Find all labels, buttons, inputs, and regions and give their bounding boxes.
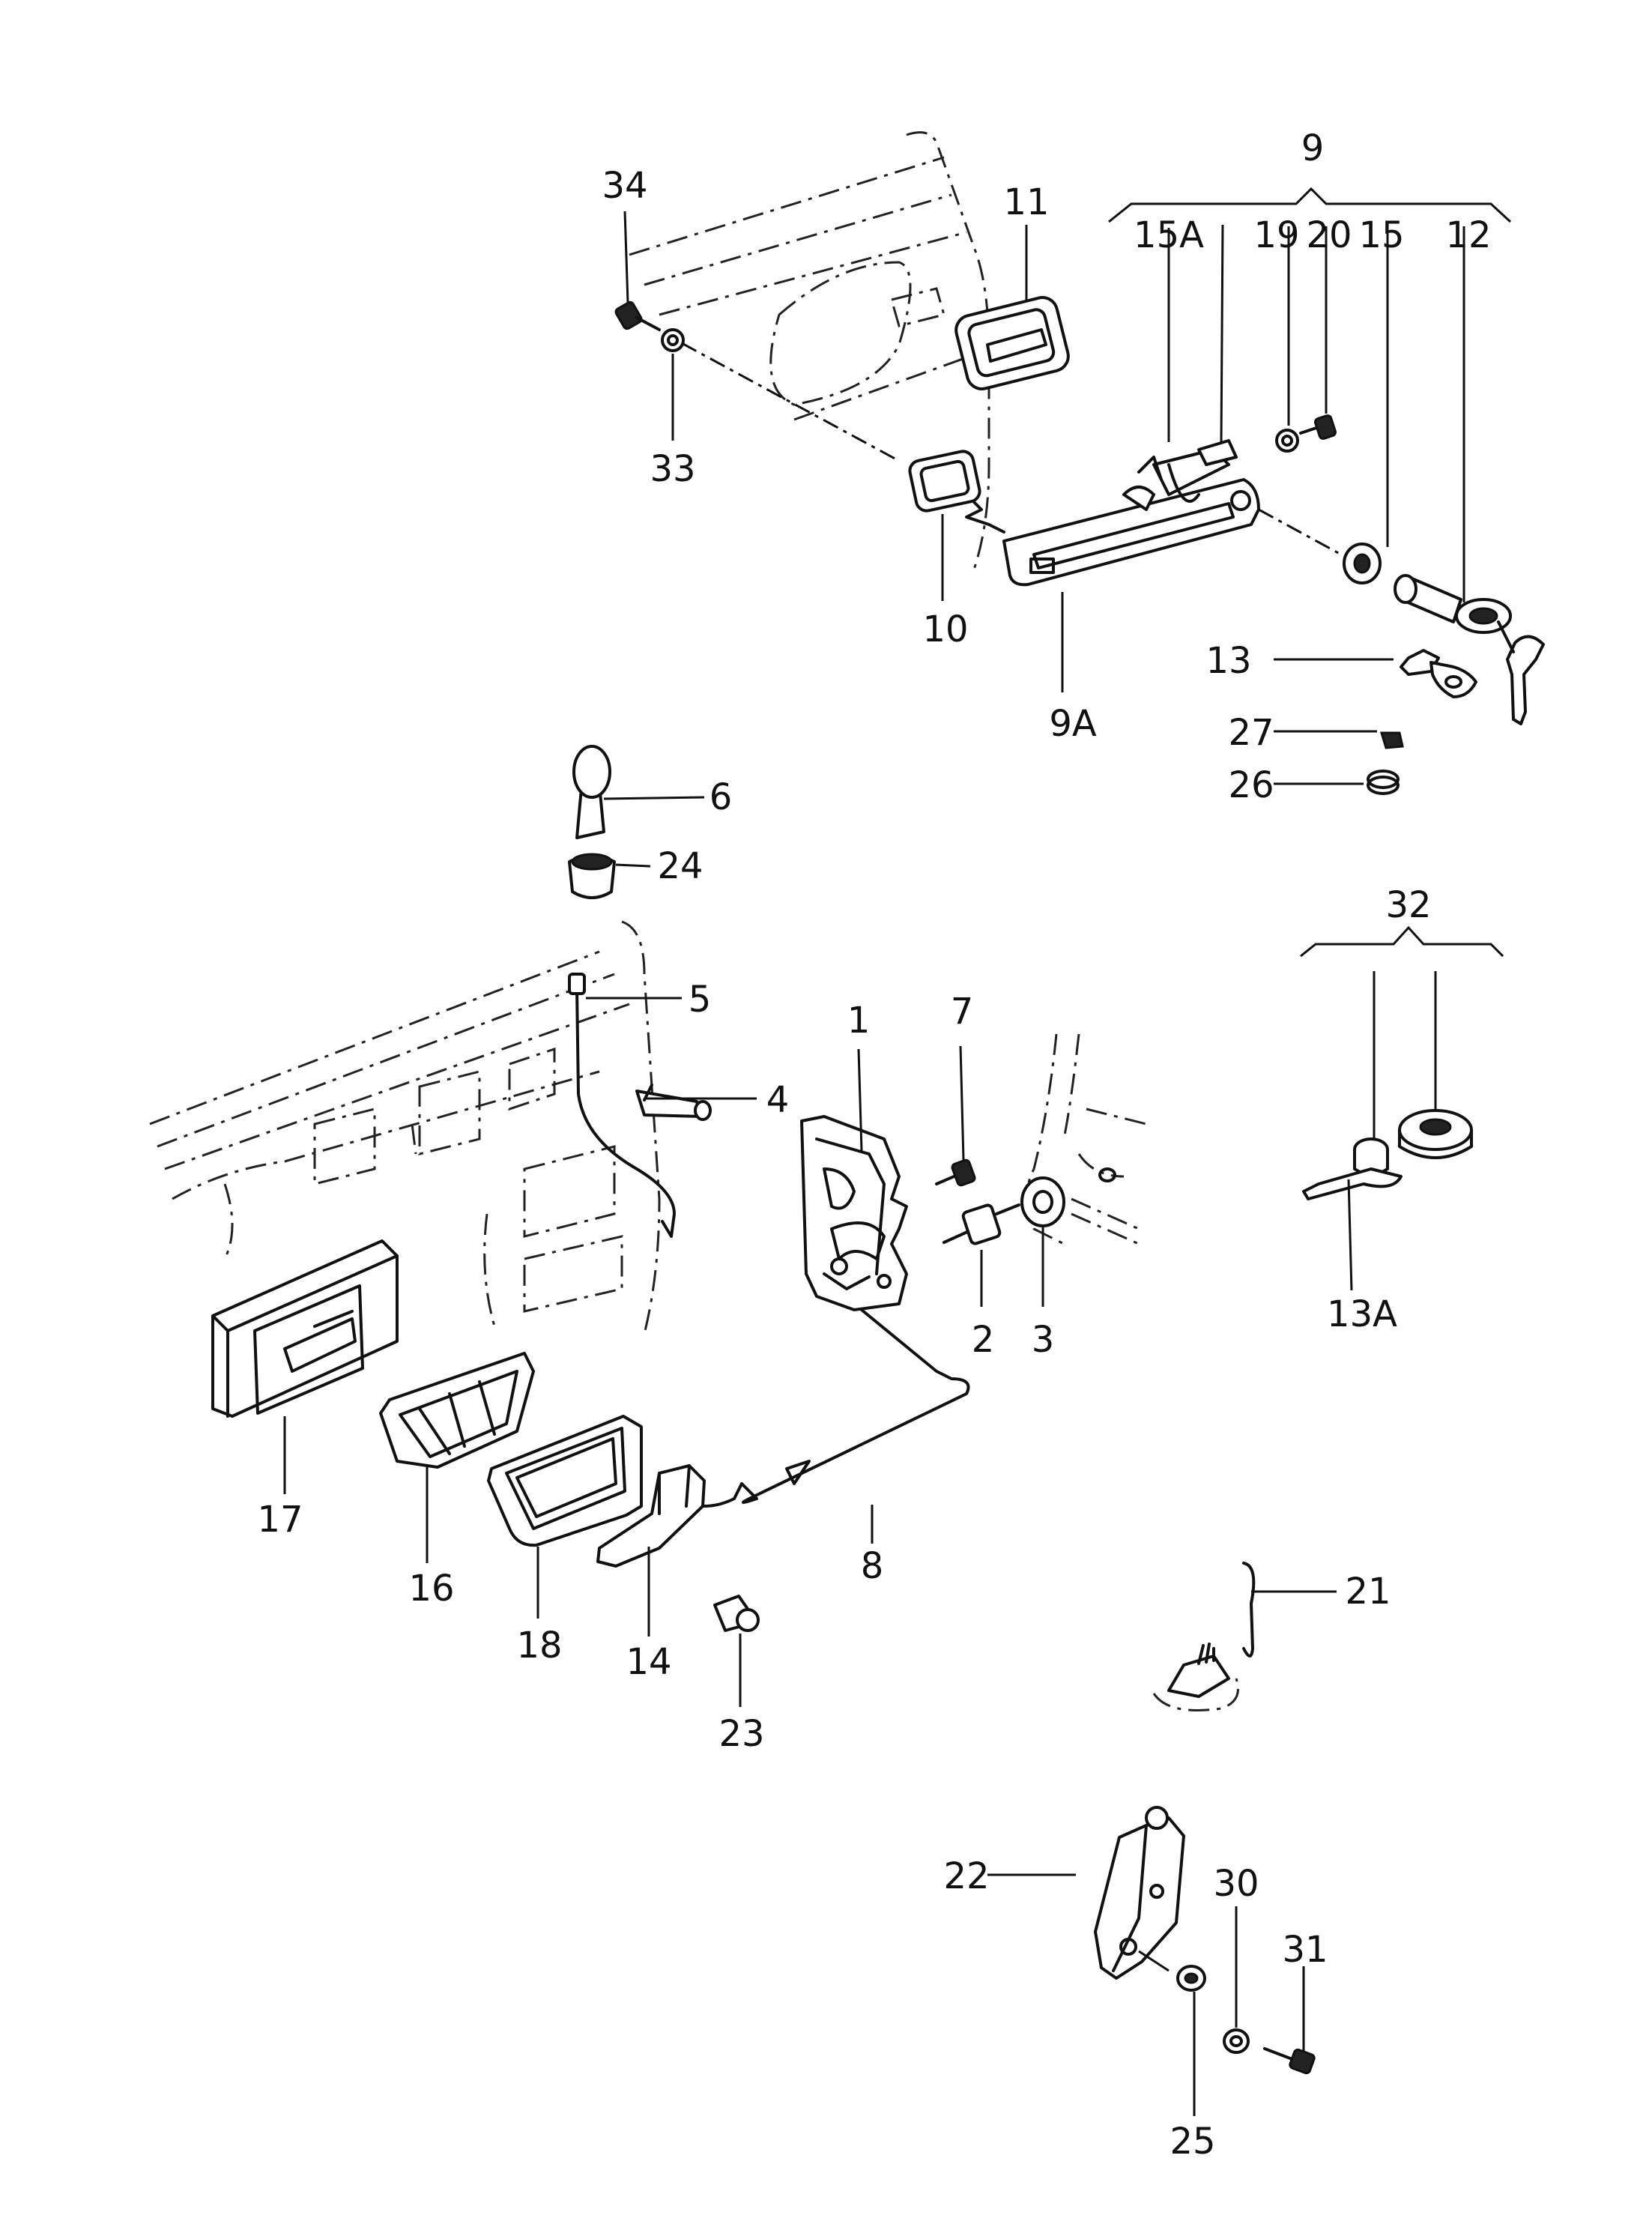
callout-7: 7 (951, 991, 974, 1033)
striker-2 (943, 1203, 1020, 1245)
bolt-7 (935, 1158, 976, 1187)
screw-20 (1299, 414, 1337, 440)
callout-15: 15 (1358, 214, 1404, 256)
door-lock-1 (800, 1115, 908, 1311)
door-outline-b-pillar (1025, 1033, 1147, 1245)
callout-4: 4 (766, 1079, 790, 1121)
clip-27 (1379, 731, 1404, 749)
callout-9A: 9A (1049, 703, 1097, 745)
callout-18: 18 (516, 1625, 562, 1667)
callout-25: 25 (1170, 2121, 1215, 2163)
leader-lines (283, 211, 1465, 2116)
callout-3: 3 (1032, 1319, 1055, 1361)
callout-21: 21 (1345, 1571, 1391, 1613)
connecting-rod-8 (703, 1308, 970, 1508)
bushing-15 (1343, 543, 1382, 584)
bracket-9 (1108, 187, 1512, 223)
pull-rod-5 (568, 973, 676, 1238)
callout-20: 20 (1306, 214, 1352, 256)
washer-25 (1176, 1965, 1206, 1992)
callout-31: 31 (1282, 1929, 1328, 1971)
callout-14: 14 (626, 1641, 671, 1683)
washer-19 (1275, 429, 1299, 453)
callout-33: 33 (650, 448, 695, 490)
striker-hole (1098, 1167, 1116, 1182)
screw-31 (1263, 2047, 1316, 2075)
clip-23 (713, 1595, 760, 1632)
leader-handle-cylinder-dashed (1258, 508, 1342, 556)
lever-22 (1094, 1806, 1185, 1980)
handle-housing-16 (379, 1352, 535, 1469)
callout-13A: 13A (1327, 1293, 1397, 1335)
bracket-32 (1300, 925, 1504, 958)
callout-11: 11 (1003, 181, 1049, 223)
leader-screw-34-dashed (681, 342, 900, 462)
callout-26: 26 (1228, 764, 1274, 806)
callout-10: 10 (922, 608, 968, 650)
callout-8: 8 (861, 1545, 884, 1587)
washer-30 (1223, 2028, 1250, 2054)
callout-12: 12 (1445, 214, 1491, 256)
leader-lever-22-to-washer-25 (1138, 1950, 1170, 1972)
trim-17 (211, 1239, 399, 1418)
callout-15A: 15A (1134, 214, 1204, 256)
key-set-32 (1302, 1109, 1473, 1200)
callout-24: 24 (657, 845, 703, 887)
key-13 (1400, 649, 1477, 698)
callout-13: 13 (1205, 640, 1251, 682)
seal-10-zigzag (965, 501, 1005, 534)
callout-16: 16 (408, 1568, 454, 1610)
escutcheon-11 (954, 296, 1070, 390)
callout-23: 23 (718, 1713, 764, 1755)
lock-knob-6 (572, 745, 611, 839)
callout-30: 30 (1213, 1863, 1259, 1905)
grommet-24 (568, 853, 616, 899)
lock-cylinder-12 (1394, 574, 1545, 725)
callout-2: 2 (972, 1319, 995, 1361)
callout-labels: 1 2 3 4 5 6 7 8 9 9A 10 11 12 13 13A 14 … (257, 127, 1491, 2163)
handle-9A (1002, 439, 1260, 587)
callout-17: 17 (257, 1499, 303, 1541)
callout-1: 1 (847, 1000, 871, 1042)
inner-handle-14 (596, 1464, 706, 1568)
door-outline-lower (149, 920, 661, 1335)
washer-33 (661, 328, 685, 352)
escutcheon-18 (487, 1415, 643, 1547)
screw-34 (614, 300, 661, 331)
callout-34: 34 (602, 165, 647, 207)
callout-32: 32 (1385, 884, 1431, 926)
spring-21 (1152, 1562, 1256, 1711)
callout-22: 22 (943, 1855, 989, 1897)
callout-19: 19 (1253, 214, 1299, 256)
seal-10 (908, 450, 981, 513)
callout-6: 6 (709, 776, 733, 818)
callout-5: 5 (689, 979, 712, 1021)
shim-3 (1020, 1176, 1065, 1227)
clip-4 (635, 1084, 712, 1121)
cap-26 (1367, 770, 1400, 795)
callout-27: 27 (1228, 712, 1274, 754)
callout-9: 9 (1301, 127, 1325, 169)
